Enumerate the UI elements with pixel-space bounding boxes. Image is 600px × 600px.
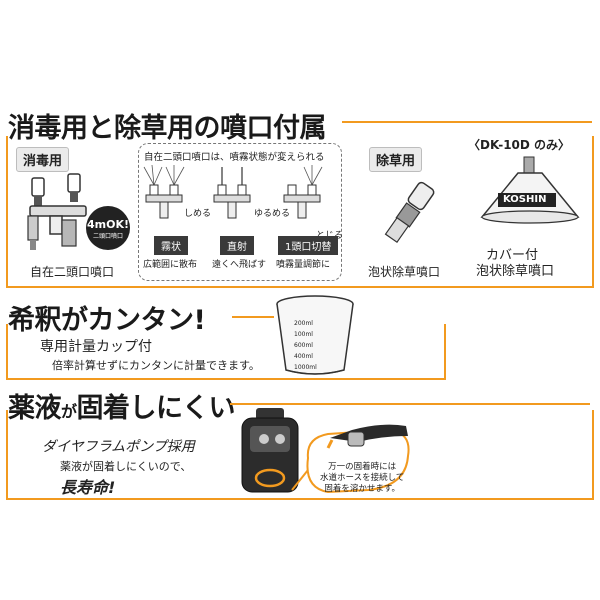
mode1-label: 霧状 xyxy=(154,236,188,255)
measuring-cup-image xyxy=(276,295,354,375)
label-shimeru: しめる xyxy=(184,209,212,219)
title-part-2: が xyxy=(61,402,77,421)
section2-frame xyxy=(6,324,446,380)
cup-mark: 400ml xyxy=(294,353,313,360)
weed-tag: 除草用 xyxy=(369,147,423,172)
callout-line: 万一の固着時には xyxy=(328,462,397,472)
section1-header-line xyxy=(342,121,592,123)
section1-title: 消毒用と除草用の噴口付属 xyxy=(8,113,327,144)
4m-ok-badge: 4mOK! 二頭口噴口 xyxy=(86,206,130,250)
section2-header-line xyxy=(232,316,274,318)
spray-modes-image xyxy=(143,164,323,219)
section3-line2: 薬液が固着しにくいので、 xyxy=(60,460,192,473)
badge-sub-text: 二頭口噴口 xyxy=(92,233,123,240)
section1-frame xyxy=(6,136,594,288)
section2-subtitle: 専用計量カップ付 xyxy=(40,339,152,355)
section3-header-line xyxy=(230,403,590,405)
cup-marks: 200ml 100ml 600ml 400ml 1000ml xyxy=(294,318,317,373)
cup-mark: 600ml xyxy=(294,342,313,349)
cup-mark: 100ml xyxy=(294,331,313,338)
title-part-3: 固着しにくい xyxy=(76,393,236,424)
section2-title: 希釈がカンタン! xyxy=(8,305,206,336)
label-yurumeru: ゆるめる xyxy=(254,209,291,219)
cup-mark: 200ml xyxy=(294,320,313,327)
foam-nozzle-image xyxy=(384,181,435,244)
long-life-text: 長寿命! xyxy=(60,478,116,497)
pump-line: ダイヤフラムポンプ採用 xyxy=(42,439,195,455)
cup-mark: 1000ml xyxy=(294,364,317,371)
pump-image xyxy=(241,408,299,493)
callout-line: 水道ホースを接続して xyxy=(320,473,405,483)
mode3-label: 1頭口切替 xyxy=(278,236,339,255)
dual-nozzle-image xyxy=(27,173,87,250)
badge-main-text: 4mOK! xyxy=(86,218,129,231)
cover-nozzle-image xyxy=(480,156,580,224)
section3-title: 薬液が固着しにくい xyxy=(8,386,235,425)
dual-nozzle-caption: 自在二頭口噴口 xyxy=(30,265,115,279)
title-part-1: 薬液 xyxy=(8,393,62,424)
mode2-label: 直射 xyxy=(220,236,254,255)
callout-bubble xyxy=(291,428,410,494)
cover-caption-1: カバー付 xyxy=(486,248,539,263)
spray-modes-title: 自在二頭口噴口は、噴霧状態が変えられる xyxy=(144,152,325,163)
spray-modes-box xyxy=(138,143,342,281)
cover-brand-logo: KOSHIN xyxy=(503,194,547,205)
disinfect-tag: 消毒用 xyxy=(16,147,70,172)
mode3-desc: 噴霧量調節に xyxy=(276,260,331,270)
callout-line: 固着を溶かせます。 xyxy=(324,484,400,494)
section3-frame xyxy=(6,410,594,500)
cover-caption-2: 泡状除草噴口 xyxy=(476,264,555,279)
mode2-desc: 遠くへ飛ばす xyxy=(212,260,267,270)
mode1-desc: 広範囲に散布 xyxy=(143,260,198,270)
hose-part-image xyxy=(326,424,408,449)
dk-model-label: 〈DK-10D のみ〉 xyxy=(468,138,571,152)
foam-nozzle-caption: 泡状除草噴口 xyxy=(368,265,441,279)
callout-text: 万一の固着時には 水道ホースを接続して 固着を溶かせます。 xyxy=(320,462,404,495)
section2-description: 倍率計算せずにカンタンに計量できます。 xyxy=(52,359,260,372)
